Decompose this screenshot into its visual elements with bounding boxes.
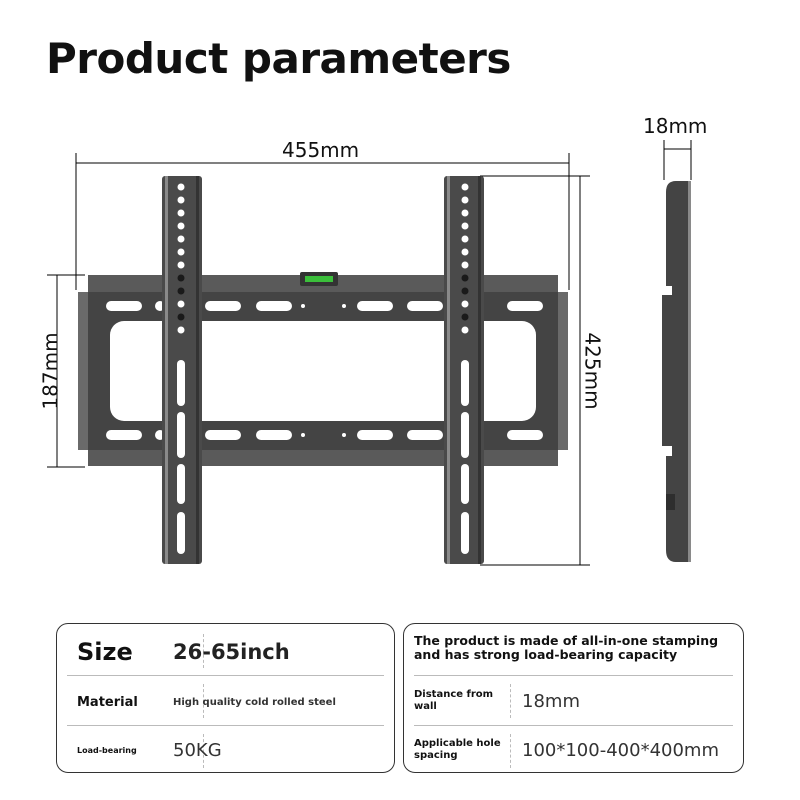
material-label: Material <box>77 694 138 710</box>
hole-spacing-value: 100*100-400*400mm <box>522 739 719 761</box>
material-value: High quality cold rolled steel <box>173 696 336 708</box>
dimension-lines <box>47 140 692 566</box>
specs-card-left: Size 26-65inch Material High quality col… <box>56 623 395 773</box>
product-headline: The product is made of all-in-one stampi… <box>414 633 719 662</box>
depth-dimension-label: 18mm <box>643 114 708 138</box>
wall-plate <box>78 272 568 466</box>
load-bearing-value: 50KG <box>173 739 222 761</box>
distance-from-wall-value: 18mm <box>522 690 580 712</box>
total-height-dimension-label: 425mm <box>580 332 605 410</box>
left-vertical-arm <box>162 176 202 564</box>
distance-from-wall-label: Distance from wall <box>414 689 494 712</box>
right-vertical-arm <box>444 176 484 564</box>
size-label: Size <box>77 638 133 666</box>
width-dimension-label: 455mm <box>282 138 360 162</box>
bubble-level-icon <box>300 272 338 286</box>
side-profile-view <box>662 181 691 562</box>
page-title: Product parameters <box>46 34 511 83</box>
size-value: 26-65inch <box>173 640 290 664</box>
hole-spacing-label: Applicable hole spacing <box>414 738 501 761</box>
specs-card-right: The product is made of all-in-one stampi… <box>403 623 744 773</box>
bracket-height-dimension-label: 187mm <box>38 332 63 410</box>
load-bearing-label: Load-bearing <box>77 745 137 755</box>
